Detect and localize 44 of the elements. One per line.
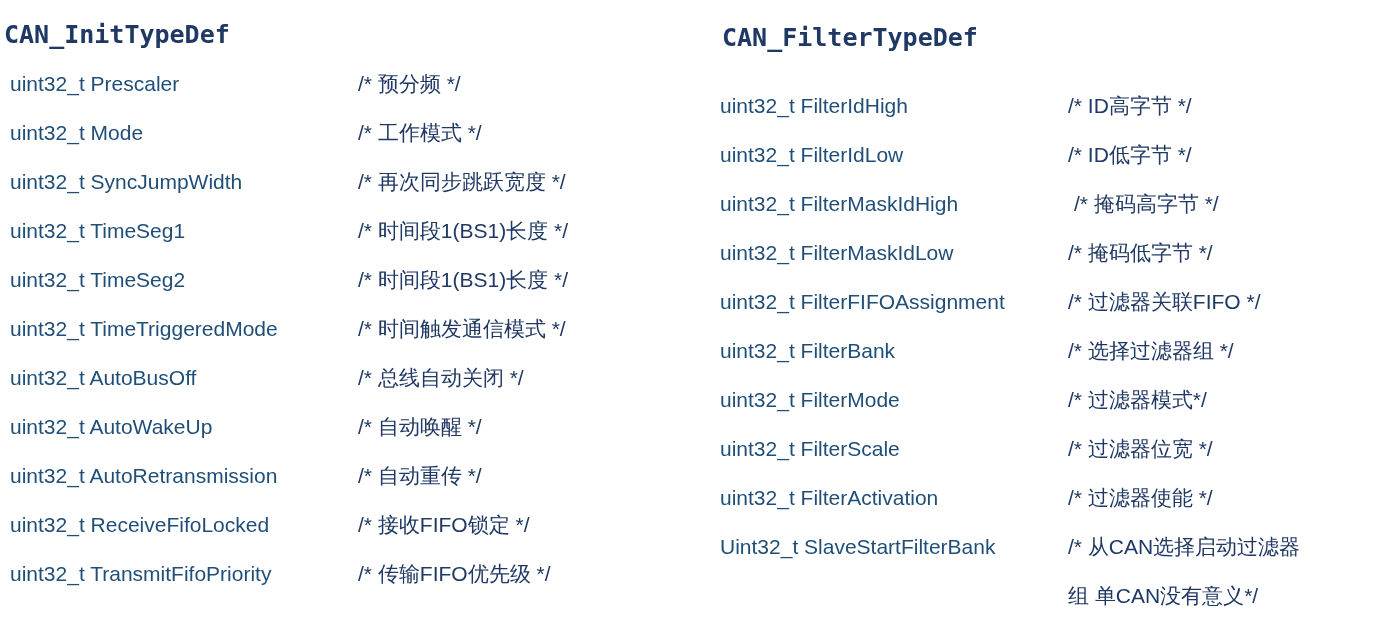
- field-declaration: uint32_t AutoBusOff: [10, 365, 197, 392]
- field-declaration: uint32_t FilterIdLow: [720, 142, 904, 169]
- field-declaration: uint32_t Prescaler: [10, 71, 180, 98]
- field-declaration: uint32_t ReceiveFifoLocked: [10, 512, 270, 539]
- code-comment: /* 时间触发通信模式 */: [358, 316, 566, 342]
- field-declaration: uint32_t AutoWakeUp: [10, 414, 213, 441]
- field-declaration: uint32_t TimeTriggeredMode: [10, 316, 278, 343]
- code-comment: /* 传输FIFO优先级 */: [358, 561, 551, 587]
- code-comment: /* ID低字节 */: [1068, 142, 1192, 168]
- field-declaration: uint32_t TimeSeg1: [10, 218, 186, 245]
- code-comment: /* 过滤器使能 */: [1068, 485, 1213, 511]
- code-comment: /* ID高字节 */: [1068, 93, 1192, 119]
- field-declaration: uint32_t AutoRetransmission: [10, 463, 278, 490]
- field-declaration: uint32_t Mode: [10, 120, 144, 147]
- field-declaration: uint32_t TimeSeg2: [10, 267, 186, 294]
- field-declaration: uint32_t FilterIdHigh: [720, 93, 908, 120]
- struct-heading: CAN_FilterTypeDef: [722, 22, 978, 54]
- field-declaration: uint32_t FilterScale: [720, 436, 900, 463]
- code-comment: /* 过滤器位宽 */: [1068, 436, 1213, 462]
- code-comment: /* 再次同步跳跃宽度 */: [358, 169, 566, 195]
- code-comment: /* 过滤器模式*/: [1068, 387, 1207, 413]
- code-comment: /* 过滤器关联FIFO */: [1068, 289, 1261, 315]
- code-comment: /* 掩码低字节 */: [1068, 240, 1213, 266]
- code-comment: /* 时间段1(BS1)长度 */: [358, 267, 569, 293]
- code-comment: /* 工作模式 */: [358, 120, 482, 146]
- field-declaration: uint32_t FilterActivation: [720, 485, 939, 512]
- field-declaration: uint32_t FilterMaskIdHigh: [720, 191, 959, 218]
- field-declaration: uint32_t TransmitFifoPriority: [10, 561, 272, 588]
- code-comment: /* 掩码高字节 */: [1074, 191, 1219, 217]
- field-declaration: uint32_t FilterBank: [720, 338, 896, 365]
- field-declaration: uint32_t FilterMode: [720, 387, 900, 414]
- code-comment: /* 时间段1(BS1)长度 */: [358, 218, 569, 244]
- code-comment: /* 自动重传 */: [358, 463, 482, 489]
- code-comment: /* 总线自动关闭 */: [358, 365, 524, 391]
- code-comment: /* 预分频 */: [358, 71, 461, 97]
- code-comment: /* 选择过滤器组 */: [1068, 338, 1234, 364]
- code-comment: /* 从CAN选择启动过滤器组 单CAN没有意义*/: [1068, 534, 1302, 609]
- field-declaration: Uint32_t SlaveStartFilterBank: [720, 534, 996, 561]
- field-declaration: uint32_t SyncJumpWidth: [10, 169, 243, 196]
- struct-heading: CAN_InitTypeDef: [4, 19, 230, 51]
- field-declaration: uint32_t FilterMaskIdLow: [720, 240, 954, 267]
- field-declaration: uint32_t FilterFIFOAssignment: [720, 289, 1005, 316]
- code-comment: /* 自动唤醒 */: [358, 414, 482, 440]
- code-comment: /* 接收FIFO锁定 */: [358, 512, 530, 538]
